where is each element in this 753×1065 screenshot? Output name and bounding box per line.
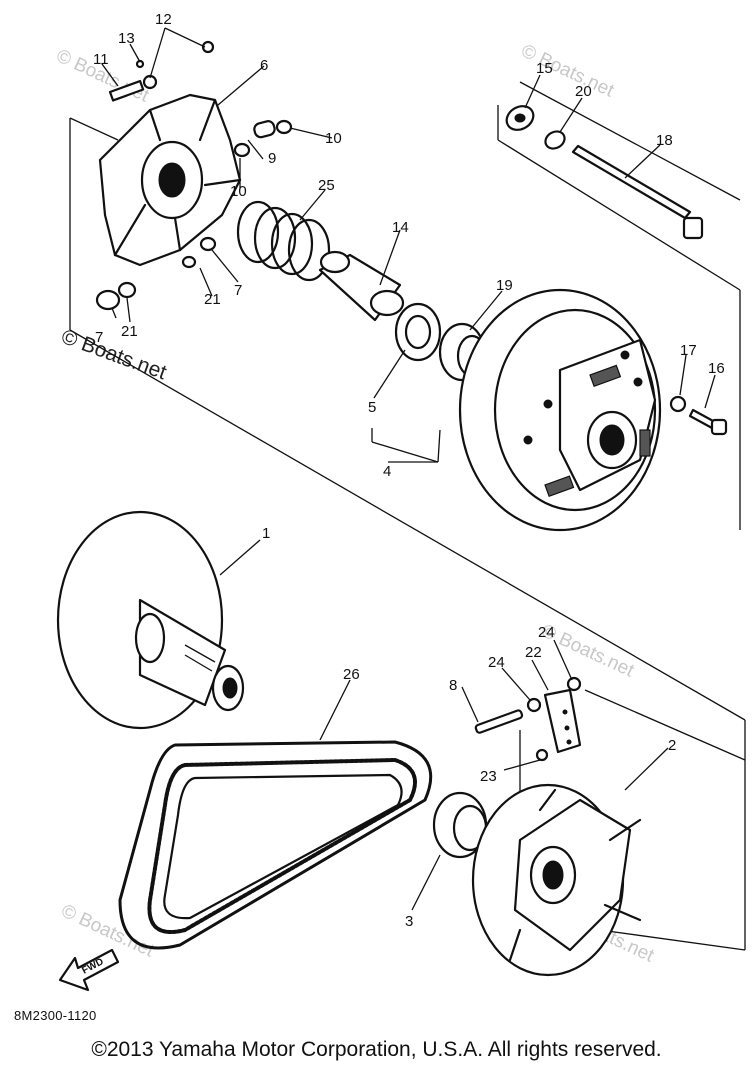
- callout-21a: 21: [204, 291, 221, 308]
- callout-25: 25: [318, 177, 335, 194]
- part-5-bearing: [394, 302, 442, 362]
- part-26-belt: [118, 740, 433, 950]
- exploded-parts-diagram: © Boats.net © Boats.net © Boats.net © Bo…: [53, 11, 746, 992]
- callout-10b: 10: [230, 183, 247, 200]
- part-2-rear-sheave: [471, 783, 642, 977]
- fasteners-upper-left: [95, 40, 293, 311]
- part-3-bearing: [432, 791, 488, 859]
- callout-24a: 24: [488, 654, 505, 671]
- watermark: © Boats.net: [518, 40, 618, 101]
- callout-7b: 7: [234, 282, 242, 299]
- callout-19: 19: [496, 277, 513, 294]
- callout-14: 14: [392, 219, 409, 236]
- callout-12: 12: [155, 11, 172, 28]
- part-6-spider: [98, 93, 242, 267]
- callout-15: 15: [536, 60, 553, 77]
- callout-7a: 7: [95, 329, 103, 346]
- callout-23: 23: [480, 768, 497, 785]
- callout-21b: 21: [121, 323, 138, 340]
- copyright-notice: ©2013 Yamaha Motor Corporation, U.S.A. A…: [91, 1038, 662, 1061]
- callout-10a: 10: [325, 130, 342, 147]
- callout-11: 11: [93, 51, 109, 68]
- callout-8: 8: [449, 677, 457, 694]
- callout-24b: 24: [538, 624, 555, 641]
- callout-18: 18: [656, 132, 673, 149]
- callout-4: 4: [383, 463, 391, 480]
- part-14-sleeve: [318, 250, 405, 322]
- callout-13: 13: [118, 30, 135, 47]
- callout-6: 6: [260, 57, 268, 74]
- boundary-lines: [69, 81, 746, 951]
- leader-lines: [101, 27, 716, 911]
- part-25-spring: [236, 200, 331, 282]
- part-code: 8M2300-1120: [14, 1008, 97, 1023]
- part-4-sliding-sheave: [458, 288, 662, 532]
- callout-1: 1: [262, 525, 270, 542]
- callout-5: 5: [368, 399, 376, 416]
- part-1-drive-sheave: [56, 510, 245, 730]
- callout-16: 16: [708, 360, 725, 377]
- callout-26: 26: [343, 666, 360, 683]
- parts-lower-small: [474, 676, 582, 762]
- callout-2: 2: [668, 737, 676, 754]
- callout-labels: 1 2 3 4 5 6 7 7 8 9 10 10 11 12 13 14 15…: [93, 11, 725, 930]
- parts-right-upper: [505, 105, 728, 436]
- callout-3: 3: [405, 913, 413, 930]
- callout-9: 9: [268, 150, 276, 167]
- callout-20: 20: [575, 83, 592, 100]
- callout-17: 17: [680, 342, 697, 359]
- fwd-arrow: FWD: [58, 948, 120, 992]
- callout-22: 22: [525, 644, 542, 661]
